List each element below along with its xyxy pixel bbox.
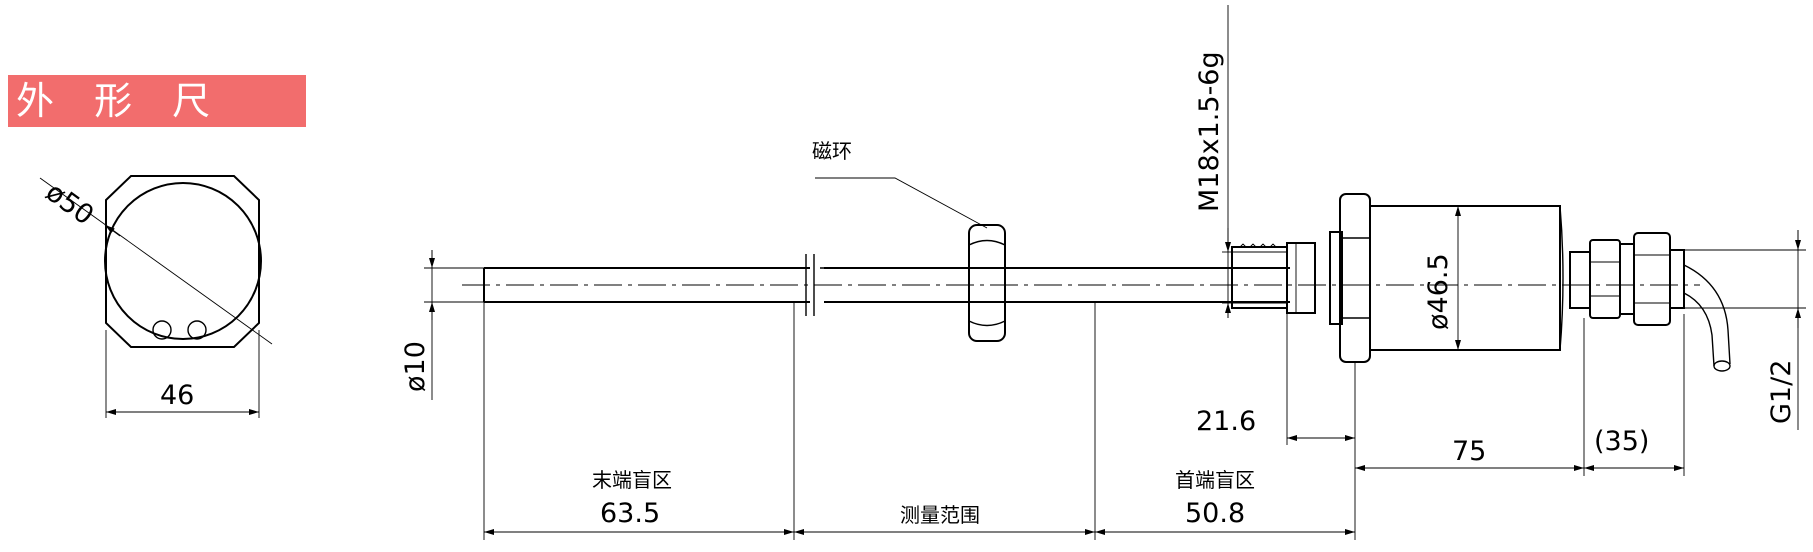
outlet-nut-1 — [1589, 239, 1621, 319]
outlet-base — [1569, 251, 1591, 309]
housing-edge — [1559, 205, 1564, 351]
tail-dead-zone-label: 末端盲区 — [592, 468, 672, 492]
outlet-washer — [1619, 243, 1635, 315]
measure-range-label: 测量范围 — [900, 503, 980, 527]
cable — [1683, 264, 1731, 365]
hex-flange — [1339, 193, 1371, 363]
magnet-ring-chamfer — [968, 239, 1006, 327]
magnet-label: 磁环 — [812, 139, 852, 163]
outlet-nut-2 — [1633, 232, 1671, 326]
body-diameter-label: ø46.5 — [1423, 253, 1454, 330]
side-view: 磁环 ø46.5 — [400, 5, 1806, 540]
magnet-leader — [815, 177, 988, 229]
dim-21-6-label: 21.6 — [1196, 406, 1256, 437]
probe-rod — [483, 254, 1290, 316]
end-width-label: 46 — [160, 380, 194, 411]
body-circle — [104, 182, 262, 340]
outlet-thread-label: G1/2 — [1766, 360, 1797, 424]
thread-teeth — [1239, 243, 1277, 248]
diameter-arrow — [104, 224, 121, 237]
cable-end — [1713, 360, 1731, 372]
flange-step — [1329, 231, 1343, 325]
dim-75-label: 75 — [1452, 436, 1486, 467]
head-dead-zone-label: 首端盲区 — [1175, 468, 1255, 492]
tail-dead-zone-value: 63.5 — [600, 498, 660, 529]
thread-label: M18x1.5-6g — [1194, 51, 1225, 212]
section-title: 外 形 尺 寸: — [8, 75, 306, 175]
cable-hole-right — [187, 320, 207, 340]
cable-hole-left — [152, 320, 172, 340]
diameter-leader-line — [39, 177, 273, 345]
outlet-tip — [1669, 249, 1685, 309]
main-housing — [1369, 205, 1561, 351]
thread-section — [1231, 246, 1288, 309]
head-dead-zone-value: 50.8 — [1185, 498, 1245, 529]
magnet-ring — [968, 224, 1006, 342]
rod-diameter-label: ø10 — [400, 341, 431, 392]
hex-nut-outline — [105, 175, 260, 348]
end-view: ø50 46 — [39, 175, 273, 418]
dim-35-label: (35) — [1594, 426, 1649, 457]
collar — [1286, 242, 1316, 314]
